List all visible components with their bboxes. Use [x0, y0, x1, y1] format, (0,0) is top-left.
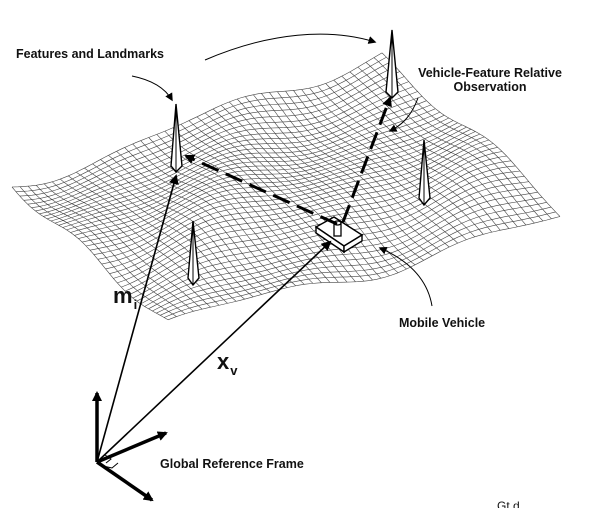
- mesh-line: [160, 206, 552, 316]
- mesh-line: [78, 122, 458, 239]
- vehicle-symbol-main: x: [217, 349, 230, 374]
- mesh-line: [19, 61, 392, 197]
- annotation-arrows: [131, 33, 433, 307]
- frame-label: Global Reference Frame: [160, 457, 304, 471]
- position-vectors: [96, 174, 332, 463]
- mesh-line: [35, 81, 409, 212]
- mesh-line: [70, 117, 449, 233]
- mesh-line: [50, 100, 427, 222]
- features-arrow-right: [204, 33, 377, 61]
- observation-arrow: [388, 97, 419, 132]
- mesh-line: [43, 91, 418, 217]
- y-axis-arrow: [96, 431, 168, 464]
- landmark-right: [418, 139, 431, 207]
- landmarks: [170, 29, 431, 287]
- mesh-line: [113, 147, 498, 279]
- mesh-line: [163, 211, 556, 318]
- landmark-symbol: mi: [113, 283, 138, 312]
- vehicle-symbol: xv: [217, 349, 238, 378]
- mesh-line: [66, 114, 445, 231]
- landmark-top-right: [385, 29, 399, 99]
- mesh-line: [82, 124, 463, 243]
- global-frame-axes: [92, 391, 168, 502]
- observation-label-line1: Vehicle-Feature Relative: [418, 66, 562, 80]
- mesh-line: [27, 71, 400, 205]
- mesh-line: [124, 147, 288, 288]
- mesh-line: [86, 126, 467, 247]
- observation-to-landmark-line: [184, 154, 338, 226]
- mesh-line: [121, 155, 507, 288]
- mesh-line: [54, 104, 432, 224]
- mesh-line: [97, 133, 481, 260]
- mesh-line: [31, 76, 405, 208]
- mesh-line: [117, 151, 503, 284]
- mesh-line: [167, 216, 561, 321]
- mobile-vehicle-icon: [314, 216, 364, 254]
- mesh-line: [23, 66, 396, 201]
- mesh-line: [47, 96, 423, 220]
- mesh-line: [74, 120, 454, 236]
- mesh-line: [212, 108, 382, 279]
- features-arrow-left: [131, 75, 173, 102]
- mesh-line: [11, 52, 383, 188]
- mesh-line: [156, 202, 547, 314]
- observation-lines: [184, 96, 392, 226]
- landmark-front: [187, 220, 200, 287]
- mesh-line: [89, 128, 472, 251]
- mesh-line: [148, 191, 538, 310]
- mesh-line: [152, 197, 543, 312]
- vehicle-symbol-subscript: v: [230, 363, 238, 378]
- observation-label-line2: Observation: [453, 80, 527, 94]
- landmark-position-vector: [96, 174, 179, 463]
- features-label: Features and Landmarks: [16, 47, 164, 61]
- mesh-line: [93, 131, 476, 255]
- landmark-symbol-subscript: i: [133, 297, 138, 312]
- mesh-line: [39, 86, 414, 215]
- observation-label: Vehicle-Feature Relative Observation: [410, 66, 570, 94]
- mesh-line: [76, 171, 237, 302]
- vehicle-arrow: [378, 246, 433, 307]
- x-axis-arrow: [96, 460, 154, 502]
- cut-off-text: Gt d: [497, 500, 520, 508]
- landmark-symbol-main: m: [113, 283, 133, 308]
- mesh-line: [15, 56, 387, 192]
- vehicle-position-vector: [96, 240, 332, 463]
- mesh-line: [101, 136, 485, 265]
- landmark-left: [170, 103, 183, 174]
- vehicle-label: Mobile Vehicle: [399, 316, 486, 330]
- mesh-line: [58, 108, 436, 226]
- observation-to-top-landmark-line: [341, 96, 392, 223]
